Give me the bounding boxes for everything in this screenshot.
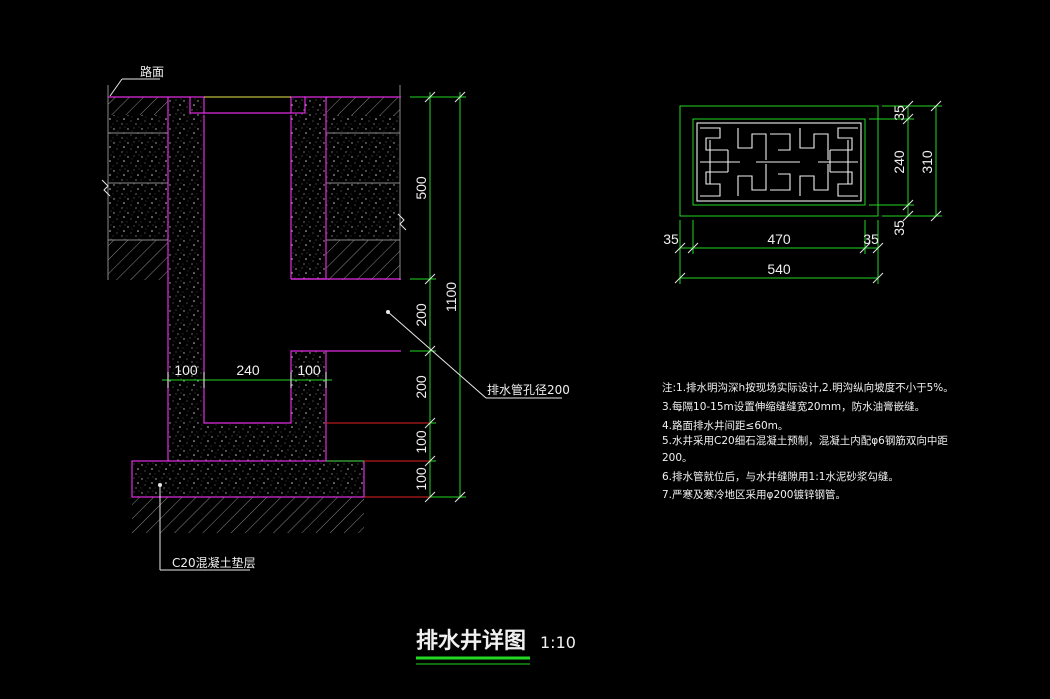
dim-v-100-slab: 100 — [413, 430, 429, 454]
grate-dim-w-left: 35 — [663, 231, 679, 247]
left-base-layer — [108, 115, 168, 240]
dim-v-500: 500 — [413, 176, 429, 200]
grate-dim-h-bottom: 35 — [891, 220, 907, 236]
right-pavement-hatch — [326, 97, 400, 115]
note-line-2: 3.每隔10-15m设置伸缩缝缝宽20mm，防水油膏嵌缝。 — [662, 400, 925, 413]
pipe-label: 排水管孔径200 — [487, 382, 570, 397]
right-base-layer — [326, 115, 400, 240]
left-wall — [168, 97, 204, 461]
grate-dim-h-inner: 240 — [891, 150, 907, 174]
section-view: 100 240 100 500 200 200 100 — [101, 64, 570, 571]
right-wall-upper — [291, 97, 326, 279]
dim-v-200-upper: 200 — [413, 303, 429, 327]
drawing-scale: 1:10 — [540, 633, 576, 652]
dim-v-100-base: 100 — [413, 467, 429, 491]
road-surface-label: 路面 — [140, 64, 164, 79]
dim-inner-width: 240 — [236, 362, 260, 378]
grate-dim-h-top: 35 — [891, 105, 907, 121]
note-line-4: 5.水井采用C20细石混凝土预制，混凝土内配φ6钢筋双向中距 — [662, 434, 948, 447]
note-line-7: 7.严寒及寒冷地区采用φ200镀锌钢管。 — [662, 488, 846, 501]
right-ground-hatch — [326, 240, 400, 280]
dim-v-200-lower: 200 — [413, 375, 429, 399]
right-wall-lower — [291, 351, 326, 461]
base-cushion — [132, 461, 364, 497]
base-label: C20混凝土垫层 — [172, 555, 256, 570]
grate-dim-w-total: 540 — [767, 261, 791, 277]
note-line-1: 注:1.排水明沟深h按现场实际设计,2.明沟纵向坡度不小于5%。 — [662, 381, 954, 394]
notes: 注:1.排水明沟深h按现场实际设计,2.明沟纵向坡度不小于5%。 3.每隔10-… — [662, 381, 954, 501]
dim-wall-left: 100 — [174, 362, 198, 378]
note-line-5: 200。 — [662, 452, 693, 464]
drawing-title-block: 排水井详图 1:10 — [416, 628, 576, 665]
left-pavement-hatch — [108, 97, 168, 115]
well-bottom-slab — [204, 423, 291, 461]
grate-dim-h-total: 310 — [919, 150, 935, 174]
dim-wall-right: 100 — [297, 362, 321, 378]
bottom-ground-hatch — [132, 497, 364, 533]
left-ground-hatch — [108, 240, 168, 280]
dim-v-total: 1100 — [443, 282, 459, 312]
grate-plan: 35 470 35 540 35 240 35 310 — [663, 100, 942, 284]
grate-dim-w-right: 35 — [863, 231, 879, 247]
note-line-6: 6.排水管就位后，与水井缝隙用1:1水泥砂浆勾缝。 — [662, 470, 899, 483]
grate-dim-w-inner: 470 — [767, 231, 791, 247]
note-line-3: 4.路面排水井间距≤60m。 — [662, 419, 788, 432]
drawing-title: 排水井详图 — [416, 628, 526, 654]
